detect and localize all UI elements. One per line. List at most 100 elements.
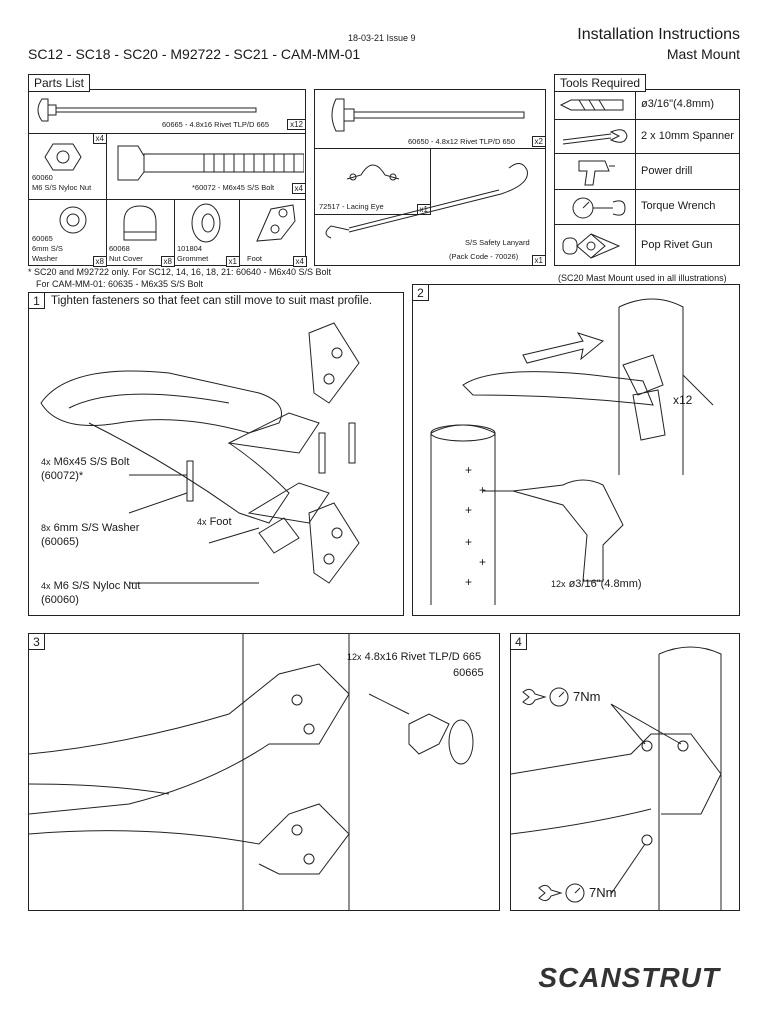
tool-label-power-drill: Power drill [641,165,693,177]
step-3-rivet: 4.8x16 Rivet TLP/D 665 [364,651,482,663]
step-1-instruction: Tighten fasteners so that feet can still… [51,295,373,307]
nut-code: 60060 [32,173,53,182]
bolt-code-label: (60072)* [41,470,84,483]
lanyard-qty: x1 [531,255,546,266]
step-3-rivet-label: 12x 4.8x16 Rivet TLP/D 665 [347,650,481,664]
washer-code-label: (60065) [41,536,79,549]
header-titles: Installation Instructions Mast Mount [577,26,740,62]
drill-bit-icon [559,99,624,111]
foot-qty: x4 [292,256,307,267]
page-title: Installation Instructions [577,26,740,43]
foot-label: Foot [209,516,232,528]
grommet-qty: x1 [225,256,240,267]
step-1-number: 1 [29,293,45,309]
plus-mark-4: + [465,535,473,549]
tool-label-spanner: 2 x 10mm Spanner [641,130,734,142]
spanner-icon [562,129,628,145]
bolt-icon [117,145,304,181]
bolt-qty-label: 4x [41,457,51,467]
plus-mark-6: + [465,575,473,589]
grommet-name: Grommet [177,254,209,263]
tool-label-drill-bit: ø3/16"(4.8mm) [641,98,714,110]
foot-name: Foot [247,254,263,263]
grommet-icon [191,203,221,243]
bolt-qty: x4 [291,183,306,194]
riveting-diagram [29,634,474,910]
washer-name: 6mm S/S [32,244,63,253]
nut-name: M6 S/S Nyloc Nut [32,183,92,192]
rivet-gun-icon [562,233,621,259]
footnote-1: * SC20 and M92722 only. For SC12, 14, 16… [28,267,332,277]
model-list: SC12 - SC18 - SC20 - M92722 - SC21 - CAM… [28,46,361,62]
illustration-note: (SC20 Mast Mount used in all illustratio… [558,273,727,283]
part-washer: 60065 6mm S/S Washer x8 [29,199,107,267]
grommet-code: 101804 [177,244,203,253]
torque-wrench-icon-2 [538,883,585,903]
step-2-drill-label: 12x ø3/16"(4.8mm) [551,577,642,591]
nut-cover-name: Nut Cover [109,254,143,263]
plus-mark-5: + [479,555,487,569]
washer-qty: x8 [92,256,107,267]
lanyard-name: S/S Safety Lanyard [465,238,530,247]
lacing-eye-icon [346,164,400,181]
torque-wrench-icon [572,197,626,219]
step-4-number: 4 [511,634,527,650]
step-3-code: 60665 [453,667,484,679]
parts-list-tab: Parts List [28,74,91,92]
rivet-665-icon [37,98,257,122]
bolt-label: M6x45 S/S Bolt [53,456,130,468]
step-3-number: 3 [29,634,45,650]
power-drill-icon [578,160,615,186]
nut-cover-qty: x8 [160,256,175,267]
plus-mark-1: + [465,463,473,477]
washer-icon [59,206,87,234]
step-2-number: 2 [413,285,429,301]
torque-value-1: 7Nm [573,689,601,704]
nut-icon [44,143,82,171]
lacing-eye-code: 72517 - Lacing Eye [319,202,384,211]
tool-label-rivet-gun: Pop Rivet Gun [641,239,713,251]
rivet-665-qty: x12 [287,119,306,130]
step-1-nut-label: 4x M6 S/S Nyloc Nut (60060) [41,579,140,608]
plus-mark-3: + [465,503,473,517]
part-rivet-665: 60665 - 4.8x16 Rivet TLP/D 665 x12 [28,89,306,134]
part-foot: Foot x1 x4 [239,199,307,267]
step-3-qty: 12x [347,652,362,662]
washer-label: 6mm S/S Washer [53,522,140,534]
rivet-650-code: 60650 - 4.8x12 Rivet TLP/D 650 [408,137,516,146]
tools-tab: Tools Required [554,74,647,92]
plus-mark-2: + [479,483,487,497]
nut-qty-label: 4x [41,581,51,591]
nut-label: M6 S/S Nyloc Nut [53,580,141,592]
torque-wrench-icon-1 [522,687,569,707]
part-bolt: *60072 - M6x45 S/S Bolt x4 [106,134,306,200]
nut-code-label: (60060) [41,594,79,607]
step-1-panel: 1 Tighten fasteners so that feet can sti… [28,292,404,616]
step-2-panel: 2 + + + + + + x12 12x ø3/16"(4.8mm) [412,284,740,616]
parts-extra: 60650 - 4.8x12 Rivet TLP/D 650 x2 72517 … [314,89,546,266]
mast-drilling-diagram [430,298,714,605]
parts-list: 60665 - 4.8x16 Rivet TLP/D 665 x12 60060… [28,89,307,267]
bolt-code: *60072 - M6x45 S/S Bolt [192,183,275,192]
lanyard-code: (Pack Code - 70026) [449,252,519,261]
torque-diagram [511,646,722,910]
step-1-foot-label: 4x Foot [197,515,232,529]
nut-cover-icon [123,205,157,241]
step-4-panel: 4 7Nm 7Nm [510,633,740,911]
tool-power-drill: Power drill [555,153,739,189]
part-nut: 60060 M6 S/S Nyloc Nut x4 [29,133,107,200]
nut-cover-code: 60068 [109,244,130,253]
part-nut-cover: 60068 Nut Cover x8 [106,199,175,267]
foot-icon [256,204,296,242]
mast-mount-exploded-diagram [40,322,360,584]
issue-date: 18-03-21 Issue 9 [348,33,416,43]
lanyard-icon [325,163,528,239]
drill-qty-label: 12x [551,579,566,589]
step-2-x12: x12 [673,393,693,407]
rivet-665-code: 60665 - 4.8x16 Rivet TLP/D 665 [162,120,270,129]
tool-torque-wrench: Torque Wrench [555,189,739,224]
foot-qty-label: 4x [197,517,207,527]
nut-qty: x4 [92,133,107,144]
rivet-650-icon [331,98,525,132]
part-rivet-650: 60650 - 4.8x12 Rivet TLP/D 650 x2 [314,89,546,149]
